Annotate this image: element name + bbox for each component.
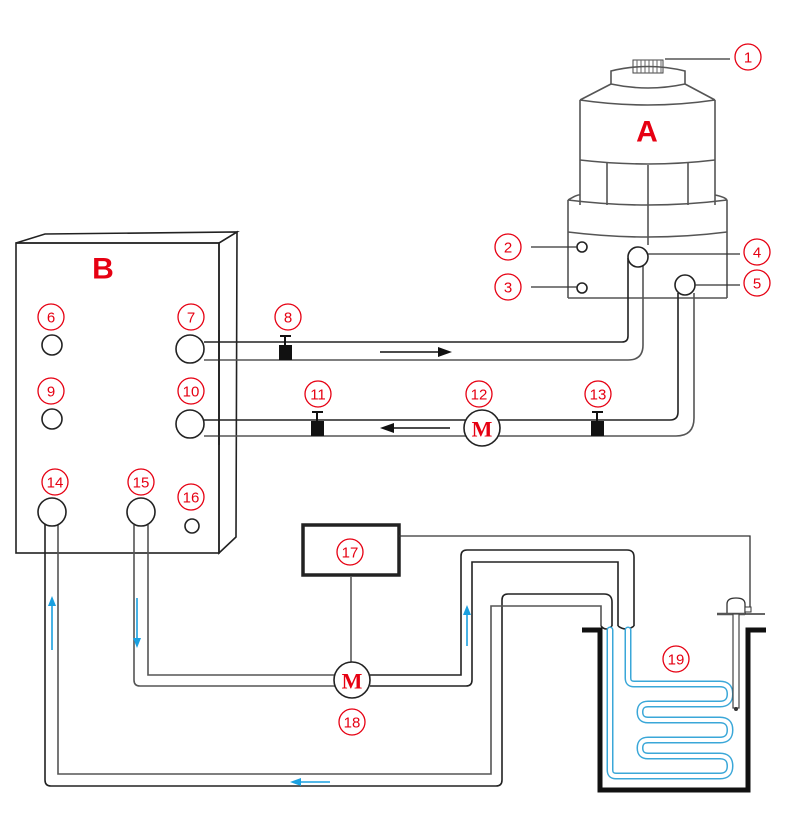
callout-10: 10 [177,377,205,405]
callout-8: 8 [274,303,302,331]
callout-7: 7 [177,303,205,331]
svg-text:1: 1 [744,50,752,67]
port-5 [674,274,696,296]
callout-leaders [531,58,740,288]
callout-2: 2 [494,233,522,261]
callout-3: 3 [494,273,522,301]
svg-text:8: 8 [284,310,292,327]
svg-text:4: 4 [753,245,761,262]
valve-11-icon [311,411,324,436]
svg-text:16: 16 [183,490,200,507]
pump-12-symbol: M [472,417,493,442]
svg-text:7: 7 [187,310,195,327]
callout-12: 12 [465,380,493,408]
flow-arrow-down-icon [133,598,141,648]
flow-arrow-right-icon [380,347,452,357]
valve-8-icon [279,335,292,360]
cooling-tower-a: A [567,59,728,299]
pump-18-symbol: M [342,669,363,694]
port-2 [576,241,588,253]
svg-text:2: 2 [504,240,512,257]
port-14 [37,497,67,527]
svg-text:19: 19 [668,652,685,669]
port-7 [175,334,205,364]
flow-arrow-left-icon [290,778,330,786]
port-3 [576,282,588,294]
return-pipe-lower [44,520,613,787]
svg-text:18: 18 [344,715,361,732]
svg-text:13: 13 [590,387,607,404]
callout-14: 14 [41,468,69,496]
port-15 [126,497,156,527]
svg-text:9: 9 [47,384,55,401]
svg-text:15: 15 [133,475,150,492]
pump-18: M [333,661,371,699]
callout-15: 15 [127,468,155,496]
flow-arrow-up-icon [48,596,56,650]
svg-text:14: 14 [47,475,64,492]
callout-16: 16 [177,483,205,511]
return-pipe-upper [204,293,695,437]
port-6 [41,334,63,356]
callout-6: 6 [37,303,65,331]
callout-19: 19 [662,645,690,673]
callout-17: 17 [336,538,364,566]
callout-18: 18 [338,708,366,736]
svg-text:11: 11 [310,387,326,404]
callout-13: 13 [584,380,612,408]
svg-text:10: 10 [183,384,200,401]
callout-5: 5 [743,269,771,297]
control-unit-b: B [15,230,240,555]
svg-text:6: 6 [47,310,55,327]
port-4 [627,246,649,268]
callout-11: 11 [304,380,332,408]
pump-12: M [463,409,501,447]
callout-1: 1 [734,43,762,71]
svg-text:5: 5 [753,276,761,293]
callout-4: 4 [743,238,771,266]
svg-text:17: 17 [342,545,359,562]
supply-pipe-lower [133,525,635,687]
svg-text:3: 3 [504,280,512,297]
equipment-label-b: B [92,253,114,286]
controller-17 [301,523,751,665]
svg-text:12: 12 [471,387,488,404]
callout-9: 9 [37,377,65,405]
equipment-label-a: A [636,116,658,149]
port-9 [41,408,63,430]
flow-arrow-up-icon [463,605,471,646]
supply-pipe-upper [204,258,644,361]
valve-13-icon [591,411,604,436]
flow-arrow-left-icon [380,423,450,433]
port-10 [175,409,205,439]
tank-19 [582,597,766,793]
port-16 [184,518,200,534]
level-sensor-icon [717,597,765,711]
